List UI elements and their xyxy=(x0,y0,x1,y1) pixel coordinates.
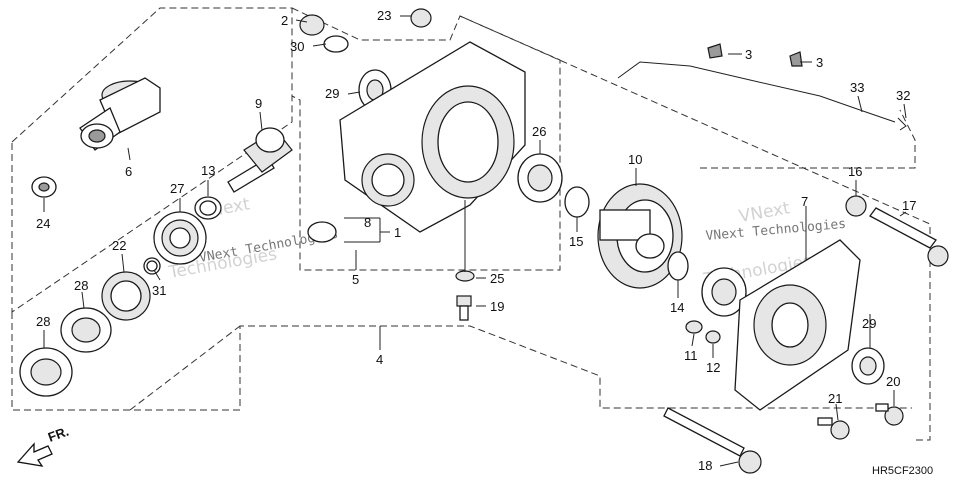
callout-29b: 29 xyxy=(862,316,876,331)
part-13-ring xyxy=(194,196,222,220)
part-15-ring xyxy=(564,186,590,218)
callout-26: 26 xyxy=(532,124,546,139)
part-8-shim xyxy=(307,221,337,243)
part-2-cap xyxy=(299,14,325,36)
part-18-bolt xyxy=(663,407,762,474)
callout-6: 6 xyxy=(125,164,132,179)
callout-20: 20 xyxy=(886,374,900,389)
part-5-gear-case xyxy=(339,41,526,233)
watermark: VNext Technologies VNext Technologies VN… xyxy=(166,194,846,290)
group-outlines xyxy=(11,7,931,441)
part-16-collar xyxy=(845,195,867,217)
callout-21: 21 xyxy=(828,391,842,406)
part-6-coupler xyxy=(79,77,161,151)
callout-10: 10 xyxy=(628,152,642,167)
callout-13: 13 xyxy=(201,163,215,178)
callout-28b: 28 xyxy=(36,314,50,329)
callout-7: 7 xyxy=(801,194,808,209)
callout-23: 23 xyxy=(377,8,391,23)
part-17-bolt xyxy=(869,207,949,267)
callout-16: 16 xyxy=(848,164,862,179)
leader-lines xyxy=(43,15,907,467)
part-28-seal-upper xyxy=(60,307,112,353)
part-29-seal-lower xyxy=(851,347,885,385)
part-22-threaded-collar xyxy=(101,271,151,321)
callout-30: 30 xyxy=(290,39,304,54)
callout-15: 15 xyxy=(569,234,583,249)
part-11-bolt xyxy=(685,320,703,334)
callout-24: 24 xyxy=(36,216,50,231)
part-3-clip-a xyxy=(707,43,723,59)
callout-5: 5 xyxy=(352,272,359,287)
callout-32: 32 xyxy=(896,88,910,103)
part-9-pinion xyxy=(227,127,293,193)
callout-22: 22 xyxy=(112,238,126,253)
part-30-oring xyxy=(323,35,349,53)
part-21-bolt xyxy=(817,417,850,440)
front-arrow-icon xyxy=(16,442,53,467)
part-27-bearing xyxy=(153,211,207,265)
bearing-rear xyxy=(701,267,747,317)
part-31-ring xyxy=(143,257,161,275)
callout-31: 31 xyxy=(152,283,166,298)
svg-text:VNext Technologies: VNext Technologies xyxy=(705,217,847,244)
callout-9: 9 xyxy=(255,96,262,111)
part-23-nut xyxy=(410,8,432,28)
part-19-bolt xyxy=(456,295,472,321)
callout-28a: 28 xyxy=(74,278,88,293)
callout-12: 12 xyxy=(706,360,720,375)
callout-29a: 29 xyxy=(325,86,339,101)
callout-14: 14 xyxy=(670,300,684,315)
part-28-seal-lower xyxy=(19,347,73,397)
callout-1: 1 xyxy=(394,225,401,240)
callout-17: 17 xyxy=(902,198,916,213)
callout-33: 33 xyxy=(850,80,864,95)
part-14-ring xyxy=(667,251,689,281)
callout-8: 8 xyxy=(364,215,371,230)
callout-3b: 3 xyxy=(816,55,823,70)
callout-25: 25 xyxy=(490,271,504,286)
callout-2: 2 xyxy=(281,13,288,28)
callout-18: 18 xyxy=(698,458,712,473)
part-20-bolt xyxy=(875,403,904,426)
part-32-clip xyxy=(897,117,907,131)
callout-4: 4 xyxy=(376,352,383,367)
part-26-bearing xyxy=(517,153,563,203)
callout-27: 27 xyxy=(170,181,184,196)
diagram-code: HR5CF2300 xyxy=(872,465,933,477)
part-12-washer xyxy=(705,330,721,344)
front-arrow: FR. xyxy=(16,424,71,467)
part-7-cover xyxy=(734,239,861,411)
part-25-washer xyxy=(455,270,475,282)
callout-11: 11 xyxy=(684,348,698,363)
part-3-clip-b xyxy=(789,51,803,67)
callout-3a: 3 xyxy=(745,47,752,62)
part-24-collar xyxy=(31,176,57,198)
callout-19: 19 xyxy=(490,299,504,314)
callout-labels: 1 2 3 3 4 5 6 7 8 9 10 11 12 13 14 15 16… xyxy=(36,8,916,473)
part-33-breather-tube xyxy=(617,61,896,123)
front-arrow-label: FR. xyxy=(46,424,71,445)
part-10-ring-gear xyxy=(597,183,683,289)
